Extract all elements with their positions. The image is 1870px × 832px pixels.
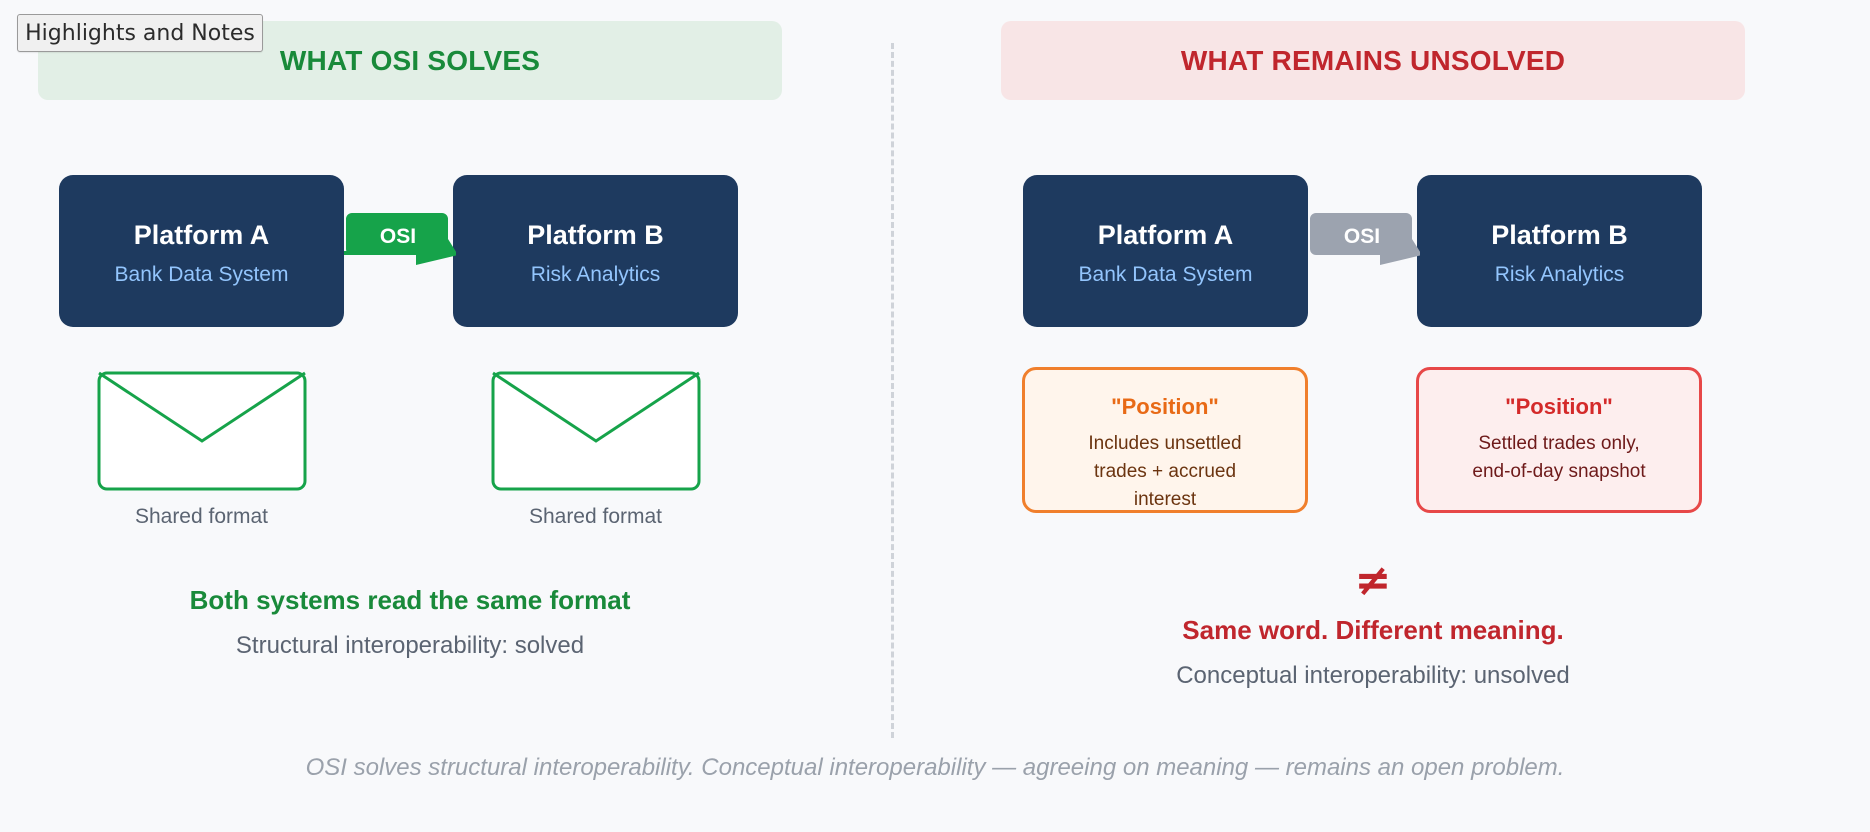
highlights-and-notes-button[interactable]: Highlights and Notes xyxy=(17,14,263,52)
definition-b-box: "Position" Settled trades only, end-of-d… xyxy=(1416,367,1702,513)
envelope-a-label: Shared format xyxy=(134,505,269,528)
right-platform-b: Platform B Risk Analytics xyxy=(1417,175,1702,327)
platform-subtitle: Bank Data System xyxy=(114,262,289,286)
platform-subtitle: Bank Data System xyxy=(1078,262,1253,286)
definition-a-body: Includes unsettled trades + accrued inte… xyxy=(1088,433,1242,510)
left-platform-a: Platform A Bank Data System xyxy=(59,175,344,327)
platform-title: Platform B xyxy=(1491,219,1628,250)
arrow-tail xyxy=(344,251,354,255)
platform-subtitle: Risk Analytics xyxy=(530,262,661,286)
solves-caption: Structural interoperability: solved xyxy=(235,632,585,659)
solves-banner-title: WHAT OSI SOLVES xyxy=(279,44,541,76)
envelope-icon xyxy=(97,371,307,491)
envelope-b-label: Shared format xyxy=(528,505,663,528)
not-equal-icon: ≠ xyxy=(1354,555,1392,606)
platform-subtitle: Risk Analytics xyxy=(1494,262,1625,286)
envelope-icon xyxy=(491,371,701,491)
left-arrow-label: OSI xyxy=(380,225,416,248)
platform-title: Platform A xyxy=(1097,219,1234,250)
arrow-shape-green xyxy=(346,213,456,265)
platform-title: Platform B xyxy=(527,219,664,250)
definition-b-body: Settled trades only, end-of-day snapshot xyxy=(1472,433,1646,482)
solves-banner: WHAT OSI SOLVES xyxy=(38,21,782,100)
unsolved-caption: Conceptual interoperability: unsolved xyxy=(1176,662,1570,689)
definition-a-box: "Position" Includes unsettled trades + a… xyxy=(1022,367,1308,513)
right-osi-arrow: OSI xyxy=(1310,213,1420,265)
unsolved-banner: WHAT REMAINS UNSOLVED xyxy=(1001,21,1745,100)
right-arrow-label: OSI xyxy=(1344,225,1380,248)
footnote: OSI solves structural interoperability. … xyxy=(305,754,1565,781)
unsolved-headline: Same word. Different meaning. xyxy=(1182,615,1564,645)
left-osi-arrow: OSI xyxy=(344,213,456,265)
left-platform-b: Platform B Risk Analytics xyxy=(453,175,738,327)
solves-headline: Both systems read the same format xyxy=(189,585,631,615)
definition-b-title: "Position" xyxy=(1505,394,1613,419)
right-platform-a: Platform A Bank Data System xyxy=(1023,175,1308,327)
center-divider xyxy=(891,43,894,738)
unsolved-banner-title: WHAT REMAINS UNSOLVED xyxy=(1180,44,1566,76)
platform-title: Platform A xyxy=(133,219,270,250)
arrow-shape-gray xyxy=(1310,213,1420,265)
definition-a-title: "Position" xyxy=(1111,394,1219,419)
